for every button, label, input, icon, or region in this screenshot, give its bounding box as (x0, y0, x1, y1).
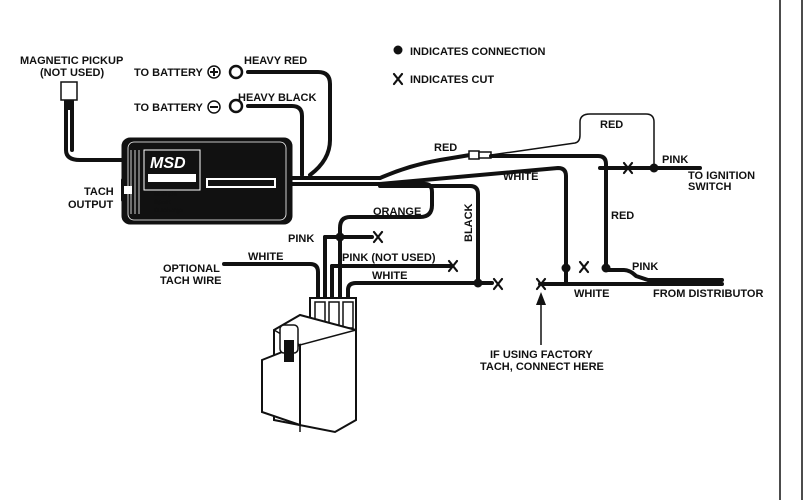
white-wire-label: WHITE (372, 270, 407, 282)
box-subtitle: Multiple (154, 192, 177, 198)
msd-logo: MSD (150, 155, 186, 172)
white-lower-wire (346, 281, 494, 302)
heavy-red-label: HEAVY RED (244, 55, 307, 67)
connection-dot-icon (649, 163, 659, 173)
ring-terminal-icon (228, 98, 244, 114)
heavy-red-wire (246, 70, 332, 177)
magnetic-pickup-connector (60, 81, 78, 110)
red-wire-label: RED (600, 119, 623, 131)
white-wire-label: WHITE (248, 251, 283, 263)
factory-tach-arrow (536, 292, 546, 345)
cut-mark-icon (392, 72, 404, 86)
white-wire-label: WHITE (574, 288, 609, 300)
to-battery-positive-label: TO BATTERY (134, 67, 204, 79)
red-to-switch-wire (490, 113, 655, 168)
plus-icon (207, 65, 221, 79)
cut-mark-icon (622, 161, 634, 175)
orange-wire (338, 203, 434, 239)
black-wire-label: BLACK (463, 203, 475, 242)
connection-dot-icon (335, 232, 345, 242)
red-down-wire (489, 154, 608, 272)
msd-ignition-box: MSD Multiple Spark Discharge (121, 137, 293, 225)
cut-mark-icon (447, 259, 459, 273)
orange-wire-label: ORANGE (373, 206, 421, 218)
connection-dot-icon (601, 263, 611, 273)
pink-distributor-wire (604, 268, 724, 282)
ring-terminal-icon (228, 64, 244, 80)
pink-not-used-label: PINK (NOT USED) (342, 252, 436, 264)
box-subtitle: Spark (154, 200, 171, 206)
magnetic-pickup-label: MAGNETIC PICKUP (20, 55, 123, 67)
box-subtitle: Discharge (154, 208, 184, 214)
legend-connection-text: INDICATES CONNECTION (410, 46, 546, 58)
red-wire-label: RED (611, 210, 634, 222)
white-wire-label: WHITE (503, 171, 538, 183)
ignition-switch-label: SWITCH (688, 181, 731, 193)
cut-mark-icon (578, 260, 590, 274)
from-distributor-label: FROM DISTRIBUTOR (653, 288, 763, 300)
heavy-black-wire (246, 104, 304, 177)
optional-tach-label: OPTIONAL (163, 263, 220, 275)
legend-cut-text: INDICATES CUT (410, 74, 494, 86)
factory-tach-label: TACH, CONNECT HERE (480, 361, 604, 373)
minus-icon (207, 100, 221, 114)
black-wire (378, 184, 480, 286)
ignition-switch-label: TO IGNITION (688, 170, 755, 182)
connection-dot-icon (393, 45, 403, 55)
cut-mark-icon (492, 277, 504, 291)
cut-mark-icon (535, 277, 547, 291)
pink-wire-label: PINK (632, 261, 658, 273)
tach-output-label: TACH (84, 186, 114, 198)
pink-wire-label: PINK (288, 233, 314, 245)
ignition-coil (261, 297, 357, 434)
connection-dot-icon (473, 278, 483, 288)
optional-tach-label: TACH WIRE (160, 275, 222, 287)
heavy-black-label: HEAVY BLACK (238, 92, 316, 104)
connection-dot-icon (561, 263, 571, 273)
cut-mark-icon (372, 230, 384, 244)
magnetic-pickup-label: (NOT USED) (40, 67, 105, 79)
inline-connector (468, 150, 492, 160)
factory-tach-label: IF USING FACTORY (490, 349, 593, 361)
pink-wire-label: PINK (662, 154, 688, 166)
tach-output-label: OUTPUT (68, 199, 114, 211)
optional-tach-wire (222, 262, 320, 302)
pickup-wire (64, 108, 125, 162)
red-wire (378, 153, 472, 180)
to-battery-negative-label: TO BATTERY (134, 102, 204, 114)
white-harness-wire (378, 166, 568, 284)
red-wire-label: RED (434, 142, 457, 154)
